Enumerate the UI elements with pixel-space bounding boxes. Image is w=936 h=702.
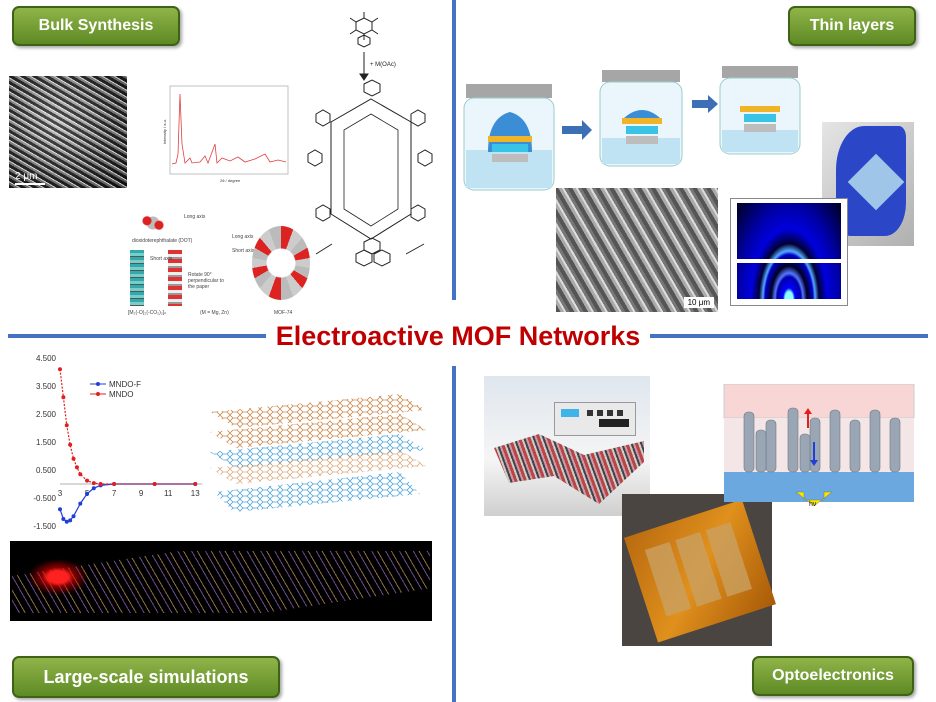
instrument-led-display <box>599 419 629 427</box>
xrd-ylabel: Intensity / a.u. <box>162 119 167 144</box>
measurement-instrument <box>554 402 636 436</box>
mof74-structure-figure: Long axis dioxidoterephthalate (DOT) Sho… <box>128 210 324 318</box>
data-point <box>91 481 96 486</box>
thin-layer-growth-scheme <box>463 66 801 191</box>
data-point <box>98 482 103 486</box>
x-tick-label: 9 <box>139 489 144 498</box>
legend-label: MNDO <box>109 390 133 399</box>
giwaxs-detector <box>737 203 841 299</box>
data-point <box>152 482 157 486</box>
data-point <box>85 491 90 496</box>
device-circuit-photo <box>484 376 650 516</box>
data-point <box>64 519 69 524</box>
flexible-device-photo <box>622 494 776 646</box>
nanopillar-device-schematic: hν <box>723 384 915 508</box>
badge-large-scale-simulations: Large-scale simulations <box>12 656 280 698</box>
label-formula: [M₂(-O)₂(-CO₂)₂]ₙ <box>128 310 167 316</box>
thin-sem-scale-label: 10 μm <box>683 297 714 308</box>
y-tick-label: 2.500 <box>36 410 57 419</box>
electrode-pads <box>644 521 754 617</box>
helix-chain-1 <box>130 250 144 306</box>
instrument-buttons <box>587 410 627 416</box>
horizontal-divider-left <box>8 334 270 338</box>
label-product: MOF-74 <box>274 310 293 316</box>
vertical-divider-top <box>452 0 456 300</box>
badge-optoelectronics: Optoelectronics <box>752 656 914 696</box>
data-point <box>61 395 66 400</box>
y-tick-label: 4.500 <box>36 354 57 363</box>
legend-marker <box>96 382 100 386</box>
horizontal-divider-right <box>648 334 928 338</box>
helix-chain-2 <box>168 250 182 306</box>
giwaxs-gap <box>737 259 841 263</box>
label-long-axis-2: Long axis <box>232 234 254 240</box>
ligand-molecule <box>138 212 168 234</box>
thin-film-sample-photo <box>822 122 914 246</box>
giwaxs-pattern <box>730 198 848 306</box>
y-tick-label: 1.500 <box>36 438 57 447</box>
mof-hexagonal-structure: + M(OAc) <box>307 12 433 267</box>
badge-bulk-synthesis: Bulk Synthesis <box>12 6 180 46</box>
label-ligand: dioxidoterephthalate (DOT) <box>132 238 193 244</box>
data-point <box>193 482 198 486</box>
layered-framework-model <box>210 394 426 512</box>
instrument-display <box>561 409 579 417</box>
simulation-snapshot <box>10 541 432 621</box>
data-point <box>78 501 83 506</box>
data-point <box>58 367 62 372</box>
x-tick-label: 13 <box>191 489 200 498</box>
light-label: hν <box>809 501 817 508</box>
mof-reagent-label: + M(OAc) <box>370 62 396 68</box>
xrd-xlabel: 2θ / degree <box>220 178 241 183</box>
sem-image-thin-layer: 10 μm <box>556 188 718 312</box>
label-long-axis-1: Long axis <box>184 214 206 220</box>
sem-image-bulk: 2 μm <box>9 76 127 188</box>
sem-scale-bar <box>15 183 45 185</box>
mof74-pore-model <box>252 226 310 300</box>
data-point <box>78 472 83 477</box>
y-tick-label: 0.500 <box>36 466 57 475</box>
data-point <box>74 465 79 470</box>
x-tick-label: 3 <box>58 489 63 498</box>
data-point <box>71 456 76 461</box>
y-tick-label: -0.500 <box>33 494 56 503</box>
main-title: Electroactive MOF Networks <box>266 318 650 354</box>
y-tick-label: -1.500 <box>33 522 56 531</box>
simulation-hotspot <box>28 559 88 595</box>
label-short-axis-1: Short axis <box>150 256 173 262</box>
data-point <box>68 442 73 447</box>
data-point <box>68 518 73 523</box>
vertical-divider-bottom <box>452 366 456 702</box>
label-rotate: Rotate 90° perpendicular to the paper <box>188 272 224 290</box>
x-tick-label: 11 <box>164 489 173 498</box>
data-point <box>61 517 66 521</box>
data-point <box>112 482 117 486</box>
data-point <box>58 507 62 512</box>
x-tick-label: 7 <box>112 489 117 498</box>
sem-scale-label: 2 μm <box>15 171 38 182</box>
y-tick-label: 3.500 <box>36 382 57 391</box>
data-point <box>85 478 90 483</box>
badge-thin-layers: Thin layers <box>788 6 916 46</box>
label-metals: (M = Mg, Zn) <box>200 310 229 316</box>
data-point <box>64 423 69 428</box>
legend-label: MNDO-F <box>109 380 141 389</box>
flexible-film <box>624 499 776 643</box>
data-point <box>91 486 96 491</box>
data-point <box>71 514 76 519</box>
legend-marker <box>96 392 100 396</box>
xrd-pattern: Intensity / a.u. 2θ / degree <box>162 85 289 183</box>
label-short-axis-2: Short axis <box>232 248 255 254</box>
